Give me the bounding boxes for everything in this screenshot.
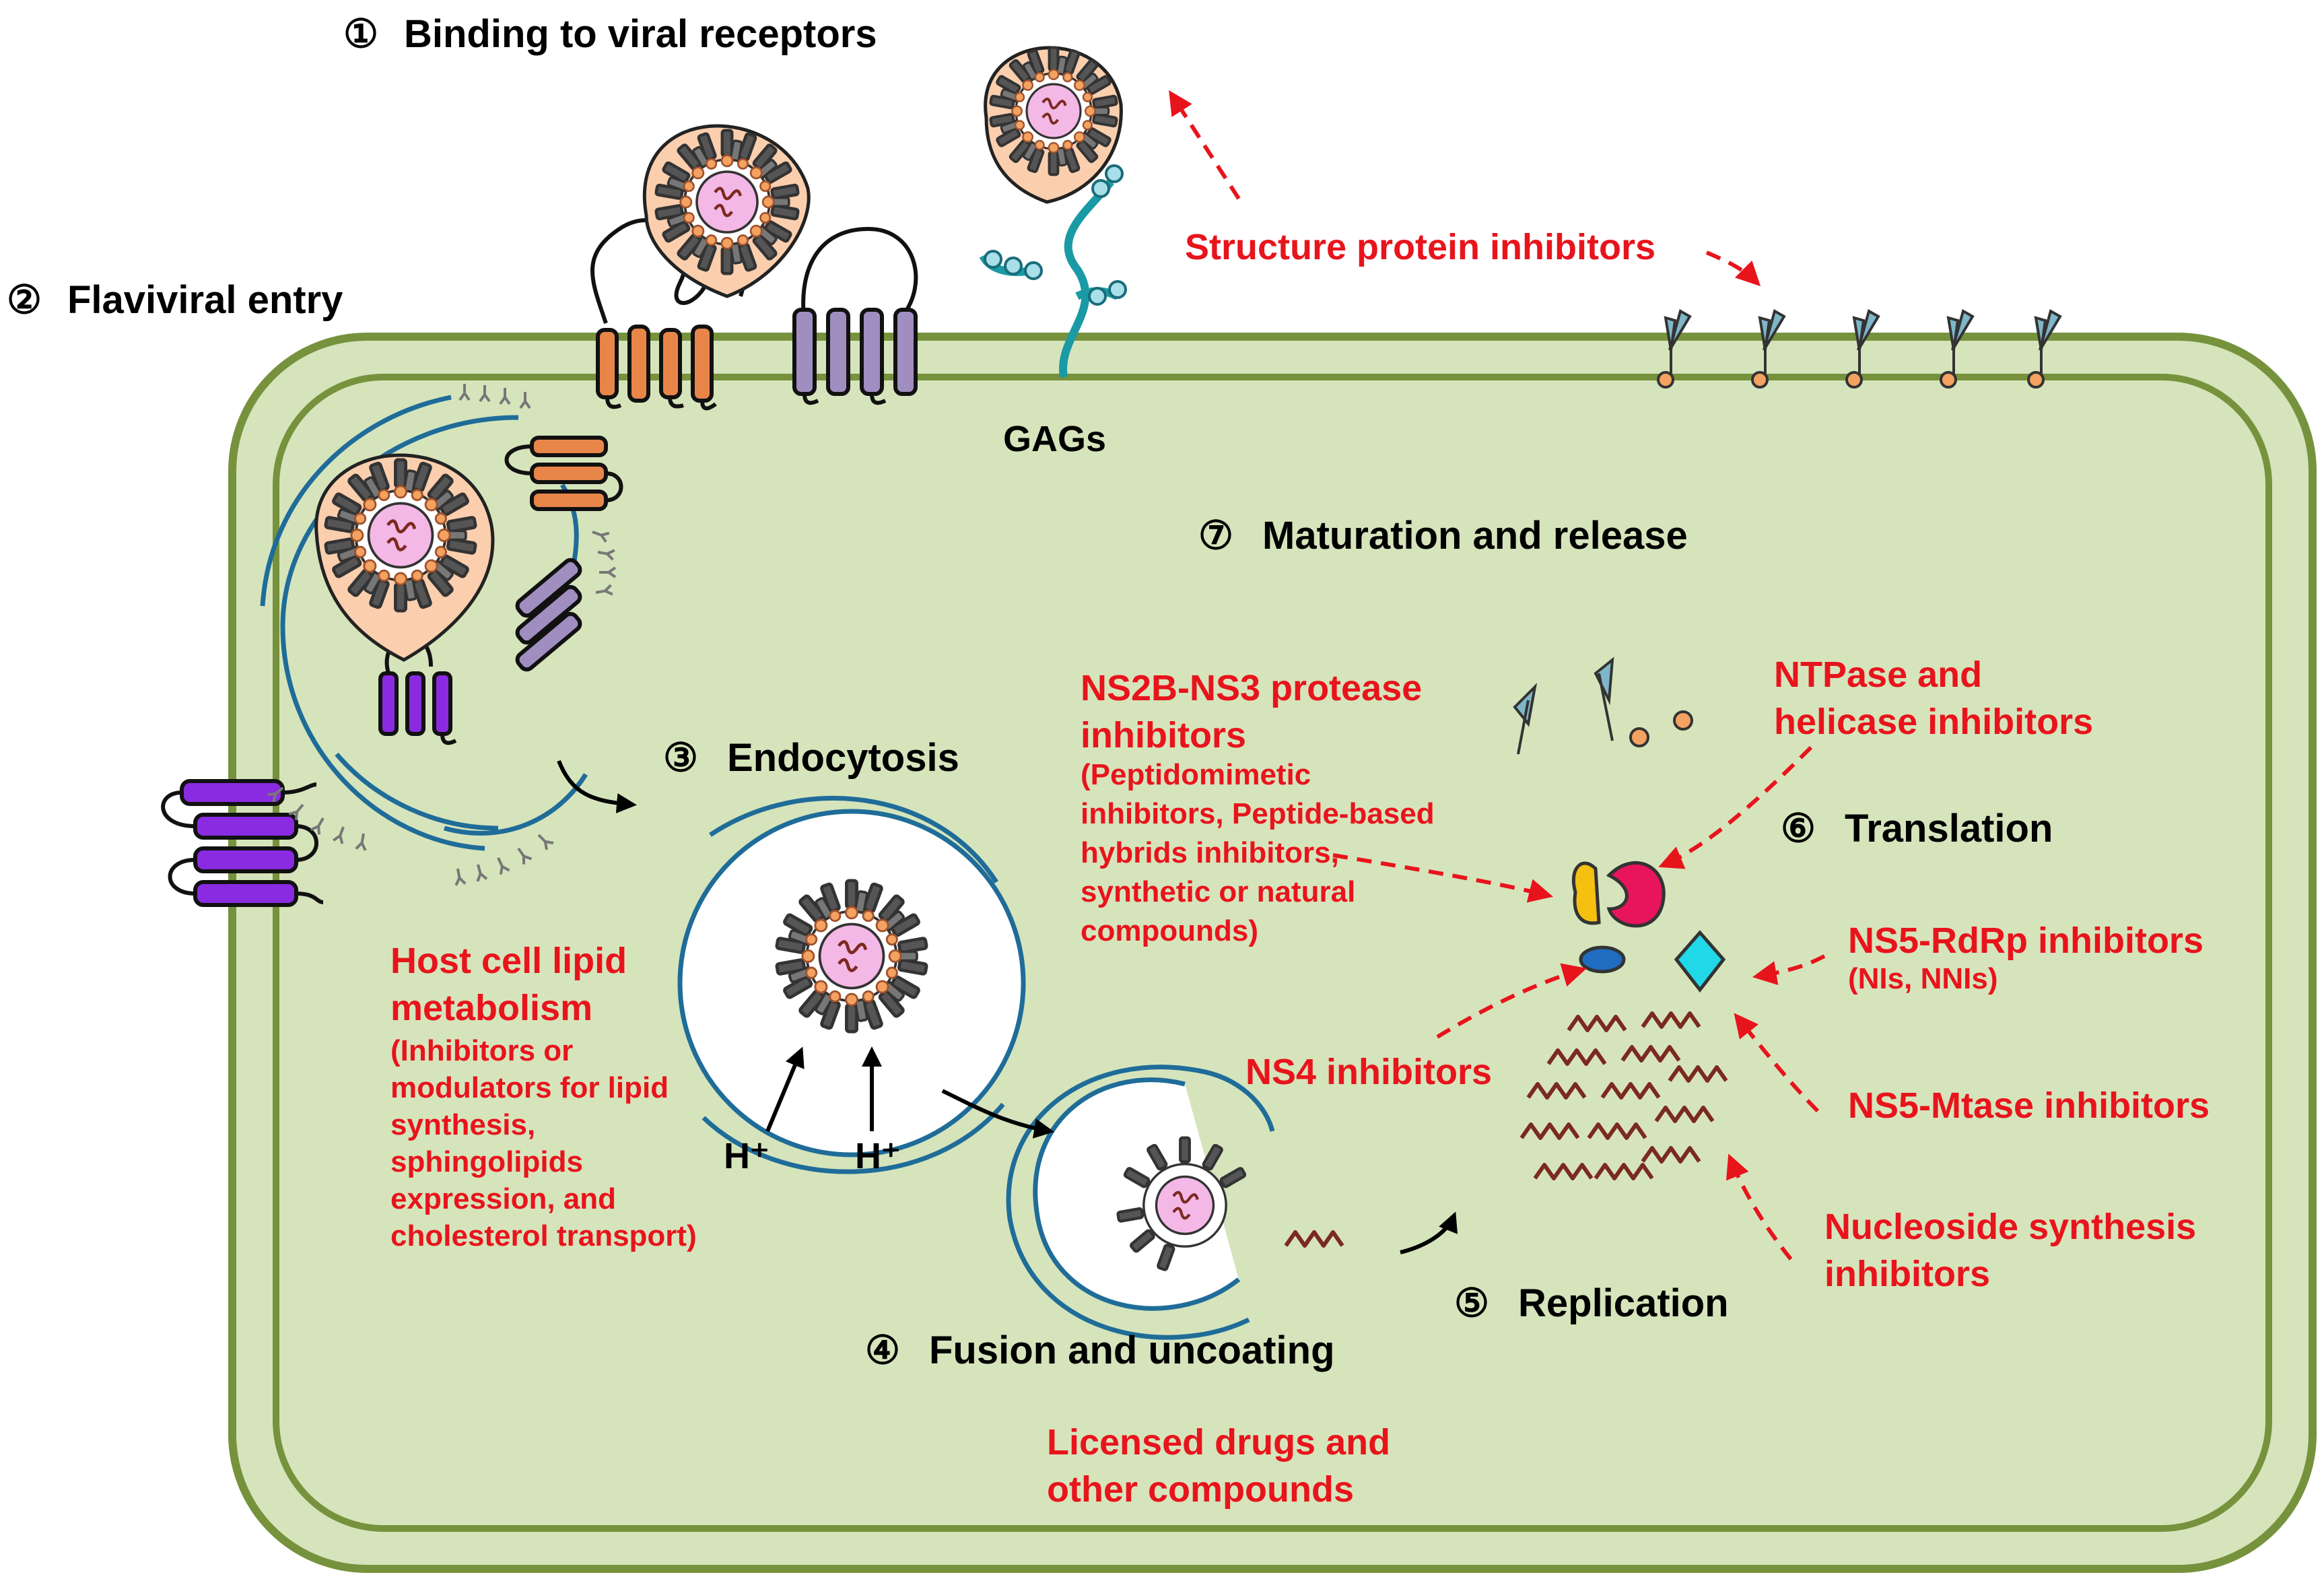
protease-detail-1: (Peptidomimetic — [1081, 758, 1311, 791]
lipid-title-1: Host cell lipid — [390, 941, 627, 981]
proton-label-1: H⁺ — [724, 1136, 770, 1176]
step-5: ⑤ Replication — [1454, 1281, 1729, 1325]
protease-title-1: NS2B-NS3 protease — [1081, 668, 1422, 708]
step-5-num: ⑤ — [1454, 1281, 1489, 1325]
ntpase-helicase-inhibitors: NTPase and helicase inhibitors — [1774, 654, 2093, 742]
step-2-label: Flaviviral entry — [67, 278, 343, 322]
nucleoside-inhibitors: Nucleoside synthesis inhibitors — [1824, 1207, 2196, 1294]
step-6: ⑥ Translation — [1781, 807, 2053, 850]
rdrp-detail: (NIs, NNIs) — [1848, 962, 1997, 995]
step-7-label: Maturation and release — [1262, 514, 1688, 558]
step-3-num: ③ — [663, 736, 698, 780]
binding-virion — [643, 124, 811, 298]
lipid-detail-6: cholesterol transport) — [390, 1219, 697, 1252]
step-6-num: ⑥ — [1781, 807, 1816, 850]
lipid-detail-2: modulators for lipid — [390, 1071, 669, 1104]
step-4-label: Fusion and uncoating — [929, 1328, 1335, 1372]
step-2: ② Flaviviral entry — [7, 278, 343, 322]
step-3-label: Endocytosis — [727, 736, 959, 780]
replication-complex — [1522, 861, 1726, 1178]
ntpase-line-1: NTPase and — [1774, 654, 1982, 695]
lipid-metabolism-inhibitors: Host cell lipid metabolism (Inhibitors o… — [390, 941, 697, 1252]
inhibitor-arrows — [1169, 90, 1826, 1260]
purple-receptor-left — [161, 779, 324, 907]
step-5-label: Replication — [1518, 1281, 1729, 1325]
entry-vesicle — [260, 382, 623, 887]
structure-protein-inhibitors: Structure protein inhibitors — [1185, 227, 1655, 267]
step-2-num: ② — [7, 278, 42, 322]
protease-detail-4: synthetic or natural — [1081, 875, 1355, 908]
protease-detail-5: compounds) — [1081, 914, 1258, 947]
licensed-drugs: Licensed drugs and other compounds — [1047, 1422, 1390, 1510]
rdrp-inhibitors: NS5-RdRp inhibitors (NIs, NNIs) — [1848, 920, 2203, 995]
ns4-inhibitors: NS4 inhibitors — [1245, 1052, 1492, 1092]
ntpase-line-2: helicase inhibitors — [1774, 702, 2093, 742]
lipid-title-2: metabolism — [390, 988, 592, 1028]
protease-title-2: inhibitors — [1081, 715, 1246, 755]
nucleoside-line-1: Nucleoside synthesis — [1824, 1207, 2196, 1247]
lipid-detail-3: synthesis, — [390, 1108, 535, 1141]
step-1-num: ① — [343, 12, 378, 56]
proton-label-2: H⁺ — [855, 1136, 901, 1176]
licensed-line-2: other compounds — [1047, 1469, 1354, 1510]
protease-inhibitors: NS2B-NS3 protease inhibitors (Peptidomim… — [1081, 668, 1435, 947]
protease-detail-3: hybrids inhibitors, — [1081, 836, 1339, 869]
nucleoside-line-2: inhibitors — [1824, 1254, 1990, 1294]
lipid-detail-4: sphingolipids — [390, 1145, 583, 1178]
step-3: ③ Endocytosis — [663, 736, 959, 780]
step-7: ⑦ Maturation and release — [1198, 514, 1688, 558]
protease-detail-2: inhibitors, Peptide-based — [1081, 797, 1435, 830]
gag-bound-virion — [984, 46, 1123, 204]
step-1-label: Binding to viral receptors — [404, 12, 877, 56]
lipid-detail-5: expression, and — [390, 1182, 616, 1215]
cell-inner-membrane — [273, 374, 2272, 1532]
mtase-inhibitors: NS5-Mtase inhibitors — [1848, 1085, 2210, 1126]
gags-label: GAGs — [1003, 419, 1106, 459]
step-7-num: ⑦ — [1198, 514, 1233, 558]
lipid-detail-1: (Inhibitors or — [390, 1034, 573, 1067]
gags-glycosaminoglycan: GAGs — [979, 164, 1127, 459]
step-1: ① Binding to viral receptors — [343, 12, 877, 56]
endosome — [677, 796, 1026, 1174]
step-6-label: Translation — [1845, 807, 2053, 850]
cell-outer-membrane — [228, 333, 2317, 1573]
step-4-num: ④ — [865, 1328, 900, 1372]
violet-receptor — [792, 226, 918, 405]
rdrp-title: NS5-RdRp inhibitors — [1848, 920, 2203, 961]
fusion-vesicle — [1006, 1065, 1342, 1340]
licensed-line-1: Licensed drugs and — [1047, 1422, 1390, 1462]
step-4: ④ Fusion and uncoating — [865, 1328, 1335, 1372]
flow-arrows — [557, 760, 1458, 1254]
maturation-fragments — [1513, 657, 1693, 755]
